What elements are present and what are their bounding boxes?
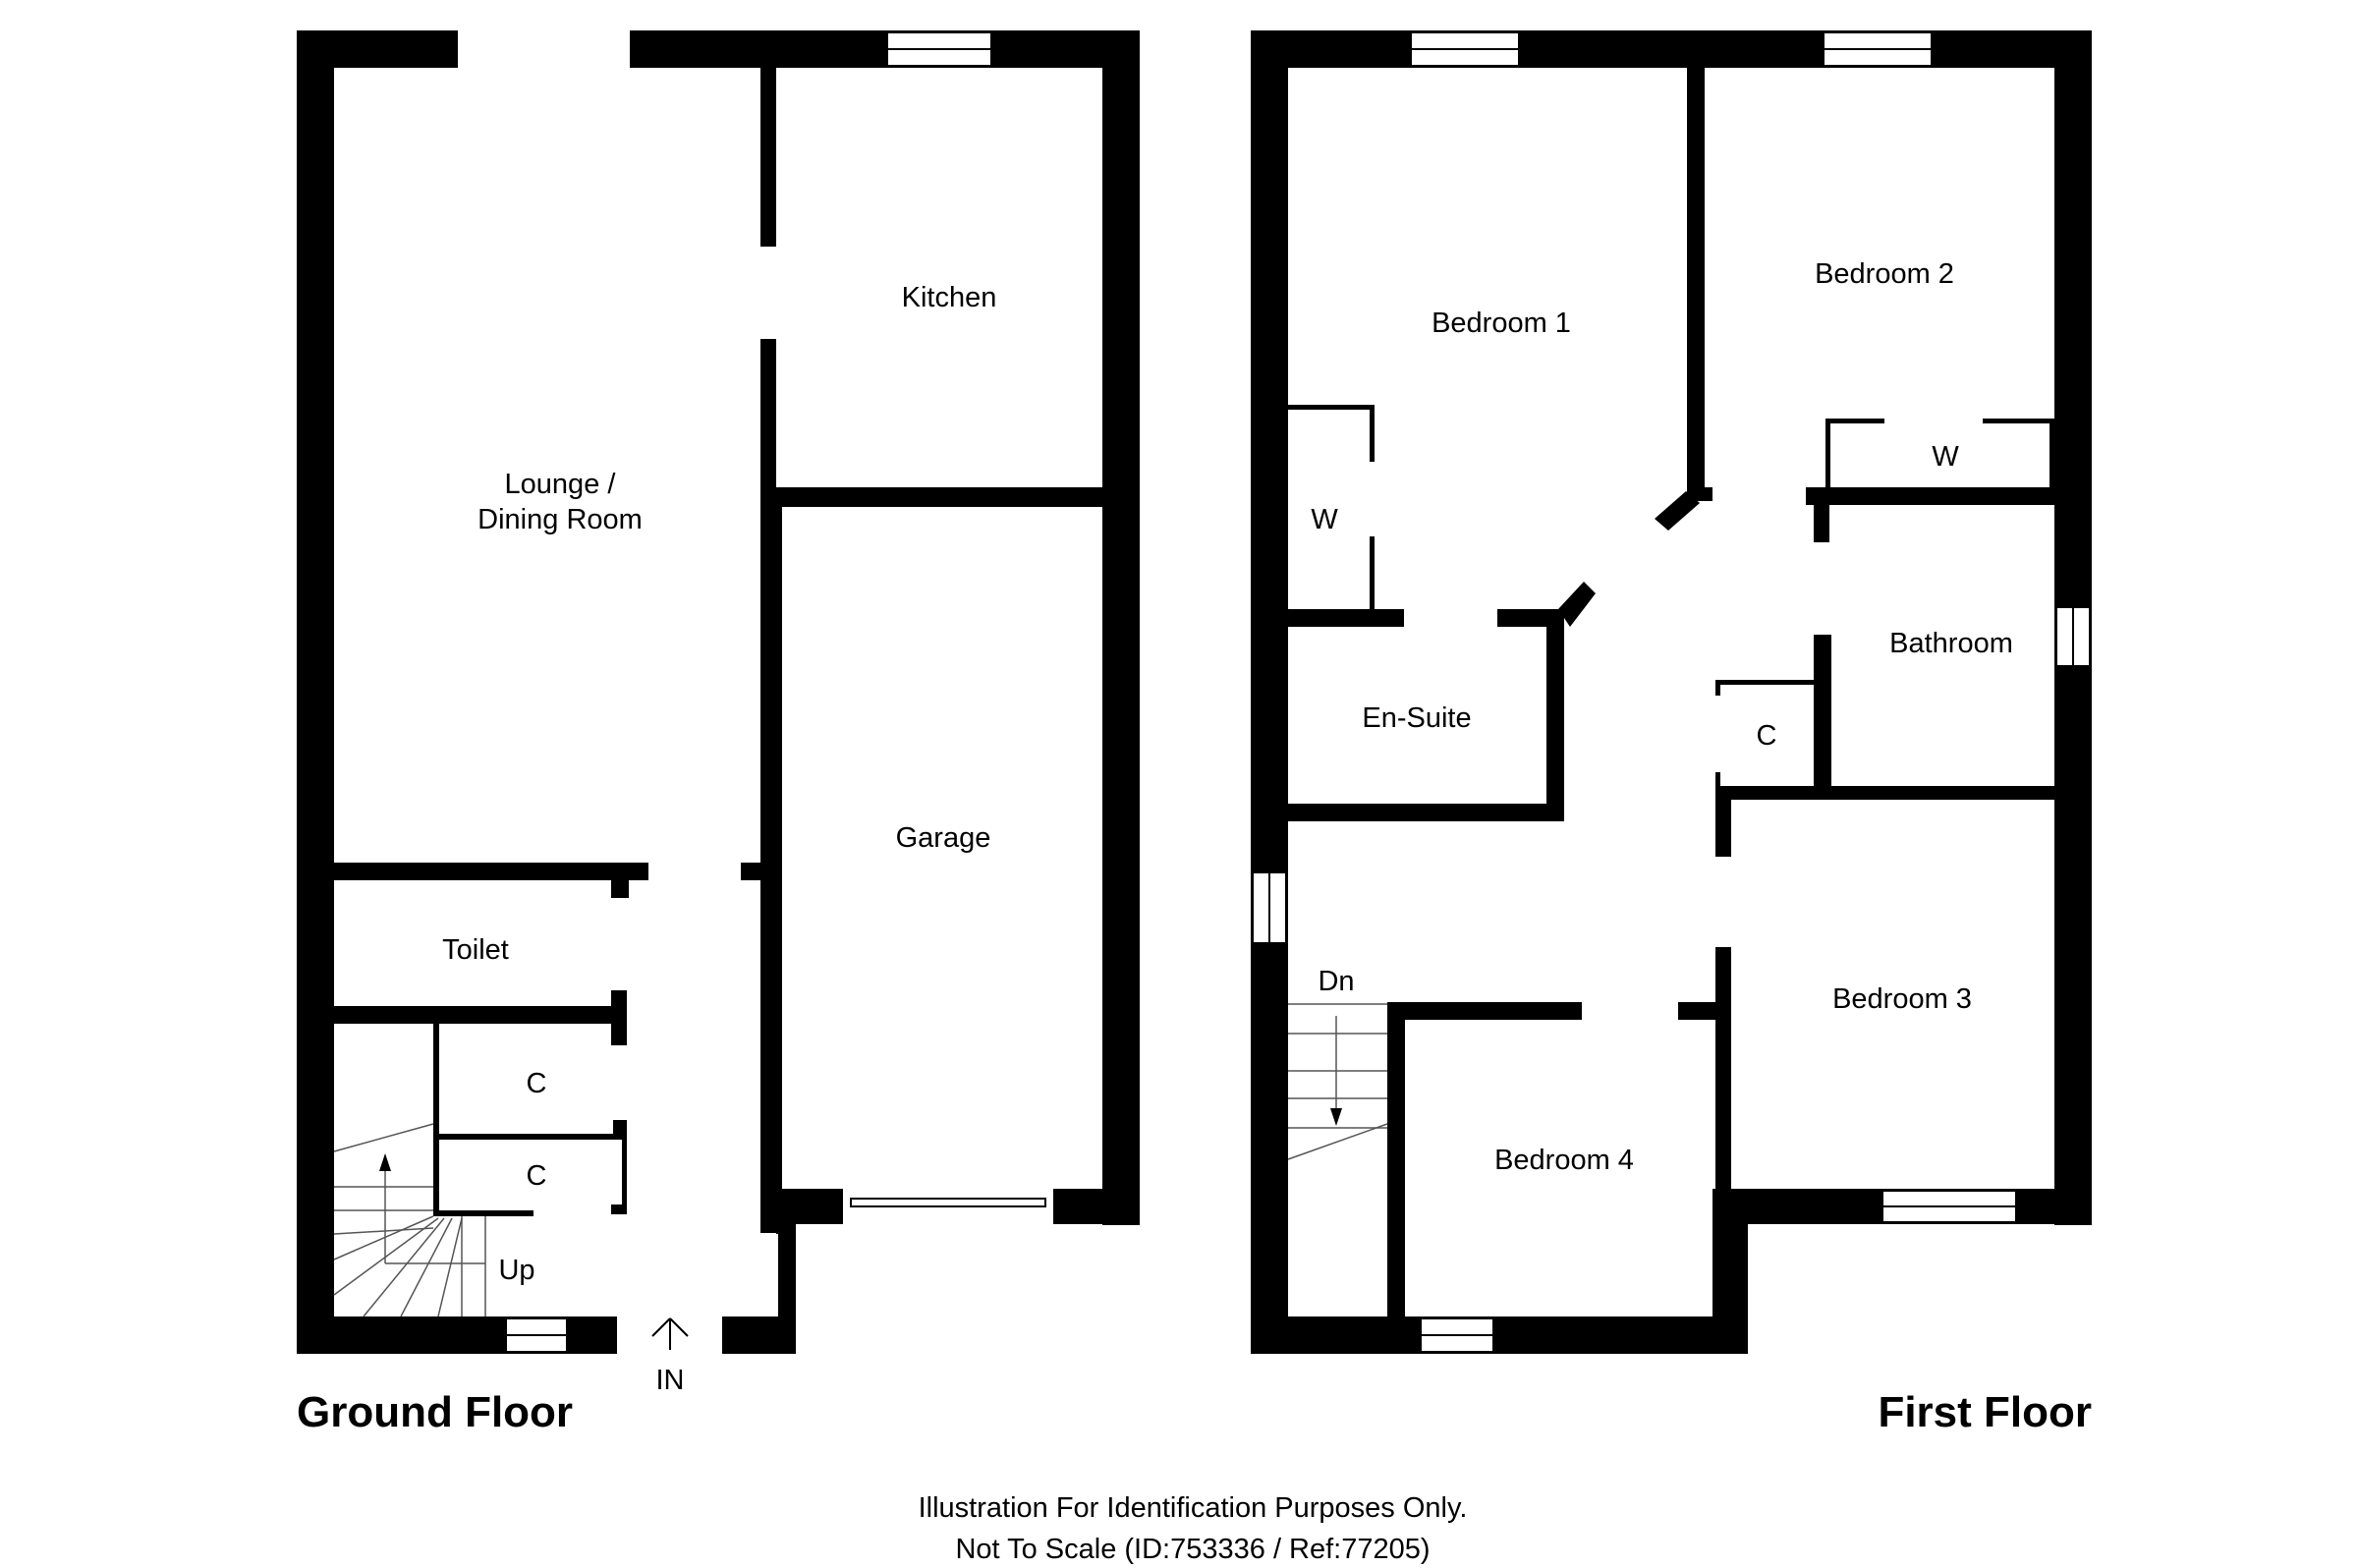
wall	[1288, 609, 1404, 627]
wall	[1814, 505, 1829, 542]
door-stub	[1558, 582, 1596, 627]
room-label-toilet: Toilet	[442, 934, 509, 966]
wall	[1497, 609, 1558, 627]
wall	[439, 1134, 627, 1140]
wall	[778, 1189, 843, 1224]
arrow-up-icon	[379, 1153, 391, 1171]
wall	[1546, 609, 1564, 819]
wall	[1715, 772, 1720, 794]
wall	[1806, 487, 2054, 505]
wall	[1715, 947, 1731, 1224]
wall	[1102, 30, 1140, 1225]
first-floor-plan: Bedroom 1 Bedroom 2 Bedroom 3 Bedroom 4 …	[1251, 30, 2092, 1436]
wall	[1053, 1189, 1140, 1224]
room-label-cupboard: C	[527, 1068, 547, 1099]
wall	[776, 487, 1102, 507]
wall	[297, 1316, 617, 1354]
wall	[1825, 419, 1884, 423]
first-floor-title: First Floor	[1878, 1388, 2092, 1436]
ground-floor-plan: Lounge / Dining Room Kitchen Garage Toil…	[297, 30, 1140, 1436]
room-label-en-suite: En-Suite	[1362, 702, 1471, 734]
wall	[297, 30, 334, 1353]
entrance-label: IN	[656, 1365, 685, 1396]
room-label-dining-room: Dining Room	[477, 504, 643, 535]
wall	[439, 1210, 533, 1216]
wall	[1288, 804, 1564, 821]
garage-door	[850, 1198, 1046, 1207]
wall	[611, 990, 627, 1045]
wall	[1370, 536, 1375, 611]
staircase-up	[333, 1123, 486, 1317]
wall	[611, 1204, 627, 1214]
wall	[760, 339, 776, 1233]
wall	[760, 68, 776, 247]
wall	[776, 507, 782, 1234]
wall	[334, 863, 648, 880]
room-label-bedroom-4: Bedroom 4	[1494, 1145, 1634, 1176]
disclaimer-line-1: Illustration For Identification Purposes…	[919, 1492, 1468, 1524]
arrow-down-icon	[1330, 1108, 1342, 1126]
wall	[2049, 419, 2054, 487]
wall	[1715, 794, 1731, 857]
room-label-lounge: Lounge /	[505, 469, 617, 500]
room-label-wardrobe: W	[1311, 504, 1338, 535]
wall	[778, 1189, 796, 1354]
wall	[741, 863, 760, 880]
wall	[611, 880, 629, 898]
wall	[1251, 1316, 1748, 1354]
wall	[1387, 1002, 1405, 1316]
wall	[1251, 30, 1288, 1353]
wall	[1387, 1002, 1582, 1020]
room-label-bedroom-2: Bedroom 2	[1815, 258, 1954, 290]
room-label-bathroom: Bathroom	[1889, 628, 2013, 659]
wall	[1370, 405, 1375, 462]
wall	[1251, 30, 2092, 68]
room-label-wardrobe: W	[1932, 441, 1959, 473]
wall	[1678, 1002, 1715, 1020]
stairs-up-label: Up	[498, 1255, 534, 1286]
room-label-cupboard: C	[527, 1160, 547, 1192]
wall	[1814, 635, 1831, 792]
wall	[1288, 405, 1375, 410]
door-stub	[1655, 491, 1700, 531]
wall	[1983, 419, 2054, 423]
disclaimer-line-2: Not To Scale (ID:753336 / Ref:77205)	[955, 1534, 1430, 1565]
wall	[1687, 68, 1705, 498]
entrance-arrow-icon	[651, 1317, 689, 1350]
room-label-garage: Garage	[896, 822, 991, 854]
wall	[334, 1006, 625, 1024]
room-label-cupboard: C	[1757, 720, 1777, 752]
room-label-kitchen: Kitchen	[902, 282, 997, 313]
room-label-bedroom-1: Bedroom 1	[1432, 308, 1571, 339]
wall	[1715, 786, 2054, 800]
room-label-bedroom-3: Bedroom 3	[1832, 983, 1972, 1015]
wall	[433, 1024, 439, 1216]
wall	[1825, 419, 1830, 487]
stairs-down-label: Dn	[1318, 966, 1354, 997]
wall	[1715, 680, 1814, 685]
wall	[622, 1120, 627, 1214]
staircase-down	[1287, 1003, 1388, 1160]
wall	[1715, 680, 1720, 696]
wall	[630, 30, 1140, 68]
ground-floor-title: Ground Floor	[297, 1388, 573, 1436]
